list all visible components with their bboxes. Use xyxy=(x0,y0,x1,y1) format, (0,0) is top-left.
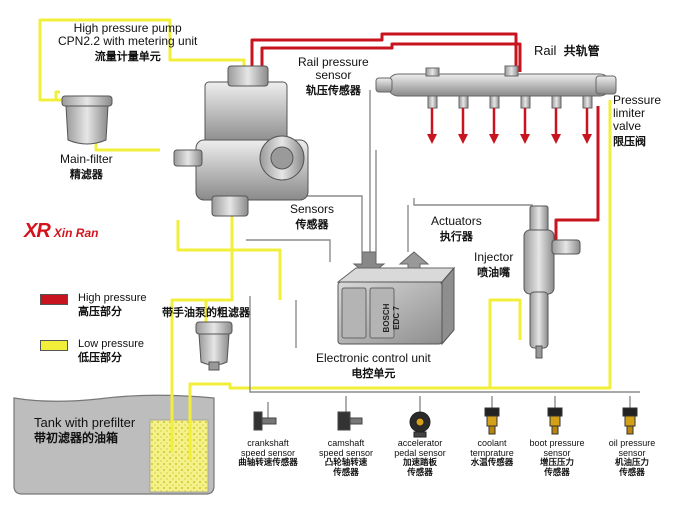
legend-low-en: Low pressure xyxy=(78,338,145,350)
high-pressure-pump xyxy=(173,65,309,217)
main-filter xyxy=(61,95,113,145)
legend-low-cn: 低压部分 xyxy=(78,351,122,364)
rail-en: Rail xyxy=(534,43,557,58)
ecu-en: Electronic control unit xyxy=(316,351,431,365)
boost-sensor-label: boot pressure sensor 增压压力 传感器 xyxy=(522,438,592,478)
camshaft-cn2: 传感器 xyxy=(333,468,359,478)
boost-cn2: 传感器 xyxy=(544,468,570,478)
crankshaft-en2: speed sensor xyxy=(240,448,296,458)
pedal-cn2: 传感器 xyxy=(407,468,433,478)
coolant-sensor-icon xyxy=(484,407,500,435)
boost-sensor-icon xyxy=(547,407,563,435)
oil-en2: sensor xyxy=(618,448,646,458)
sensors-label: Sensors 传感器 xyxy=(290,202,335,232)
legend-low-swatch xyxy=(40,340,68,351)
boost-en2: sensor xyxy=(543,448,571,458)
oil-en1: oil pressure xyxy=(608,438,656,448)
oil-sensor-icon xyxy=(622,407,638,435)
legend-high-cn: 高压部分 xyxy=(78,305,122,318)
pedal-cn1: 加速踏板 xyxy=(402,458,437,468)
camshaft-sensor-icon xyxy=(337,411,363,431)
pressure-limiter-en3: valve xyxy=(613,119,642,133)
oil-cn2: 传感器 xyxy=(619,468,645,478)
injector-label: Injector 喷油嘴 xyxy=(474,250,514,280)
actuators-en: Actuators xyxy=(431,214,482,228)
common-rail xyxy=(375,65,617,144)
oil-sensor-label: oil pressure sensor 机油压力 传感器 xyxy=(596,438,668,478)
injector-en: Injector xyxy=(474,250,514,264)
pedal-sensor-icon xyxy=(409,411,431,438)
coolant-en2: temprature xyxy=(470,448,514,458)
coolant-cn: 水温传感器 xyxy=(470,458,514,468)
tank-cn: 带初滤器的油箱 xyxy=(34,431,119,445)
pump-subtitle: CPN2.2 with metering unit xyxy=(58,34,198,48)
ecu-model-text: EDC 7 xyxy=(392,306,401,330)
rail-outlet-arrows xyxy=(427,108,592,144)
boost-en1: boot pressure xyxy=(529,438,585,448)
actuators-cn: 执行器 xyxy=(439,230,473,243)
crankshaft-sensor-icon xyxy=(253,411,277,431)
injector xyxy=(523,205,581,359)
pressure-limiter-cn: 限压阀 xyxy=(613,135,646,148)
boost-cn1: 增压压力 xyxy=(539,458,574,468)
sensors-cn: 传感器 xyxy=(295,218,329,231)
signal-lines xyxy=(246,82,640,420)
rail-pressure-sensor-label: Rail pressure sensor 轨压传感器 xyxy=(298,55,369,98)
pedal-en1: accelerator xyxy=(397,438,443,448)
legend-high-label: High pressure 高压部分 xyxy=(78,292,146,318)
tank-en: Tank with prefilter xyxy=(34,415,136,430)
fuel-tank xyxy=(13,394,215,495)
coolant-sensor-label: coolant temprature 水温传感器 xyxy=(456,438,528,468)
pedal-en2: pedal sensor xyxy=(394,448,446,458)
hand-pump-filter-label: 带手油泵的粗滤器 xyxy=(162,306,250,319)
crankshaft-sensor-label: crankshaft speed sensor 曲轴转速传感器 xyxy=(226,438,310,468)
pump-title: High pressure pump xyxy=(73,21,182,35)
brand-mark: XR xyxy=(24,220,51,242)
actuators-label: Actuators 执行器 xyxy=(431,214,482,244)
legend-high-swatch xyxy=(40,294,68,305)
camshaft-sensor-label: camshaft speed sensor 凸轮轴转速 传感器 xyxy=(306,438,386,478)
camshaft-en2: speed sensor xyxy=(318,448,374,458)
hand-pump-filter-cn: 带手油泵的粗滤器 xyxy=(162,306,250,319)
ecu-brand-text: BOSCH xyxy=(382,303,391,332)
crankshaft-en1: crankshaft xyxy=(247,438,289,448)
crankshaft-cn: 曲轴转速传感器 xyxy=(238,458,298,468)
electronic-control-unit xyxy=(336,266,456,346)
main-filter-label: Main-filter 精滤器 xyxy=(60,152,113,182)
pump-label: High pressure pump CPN2.2 with metering … xyxy=(58,21,198,64)
pressure-limiter-label: Pressure limiter valve 限压阀 xyxy=(613,93,662,149)
legend-high-en: High pressure xyxy=(78,292,147,304)
oil-cn1: 机油压力 xyxy=(614,458,649,468)
main-filter-cn: 精滤器 xyxy=(69,168,103,181)
injector-cn: 喷油嘴 xyxy=(477,266,511,279)
pressure-limiter-en1: Pressure xyxy=(613,93,662,107)
coolant-en1: coolant xyxy=(477,438,507,448)
legend-low-label: Low pressure 低压部分 xyxy=(78,338,144,364)
pressure-limiter-en2: limiter xyxy=(613,106,645,120)
tank-label: Tank with prefilter 带初滤器的油箱 xyxy=(34,416,135,445)
ecu-cn: 电控单元 xyxy=(351,367,396,380)
ecu-label: Electronic control unit 电控单元 xyxy=(316,351,431,381)
pedal-sensor-label: accelerator pedal sensor 加速踏板 传感器 xyxy=(382,438,458,478)
hand-pump-filter xyxy=(195,321,233,371)
rail-cn: 共轨管 xyxy=(563,44,600,58)
rail-pressure-sensor-en1: Rail pressure xyxy=(298,55,369,69)
sensors-en: Sensors xyxy=(290,202,335,216)
rail-pressure-sensor-cn: 轨压传感器 xyxy=(305,84,361,97)
main-filter-en: Main-filter xyxy=(60,152,113,166)
high-pressure-lines xyxy=(250,32,600,240)
rail-label: Rail 共轨管 xyxy=(534,44,600,58)
pump-cn: 流量计量单元 xyxy=(94,50,161,63)
brand-name: Xin Ran xyxy=(53,226,99,240)
rail-pressure-sensor-en2: sensor xyxy=(315,68,352,82)
camshaft-en1: camshaft xyxy=(327,438,365,448)
camshaft-cn1: 凸轮轴转速 xyxy=(324,458,368,468)
